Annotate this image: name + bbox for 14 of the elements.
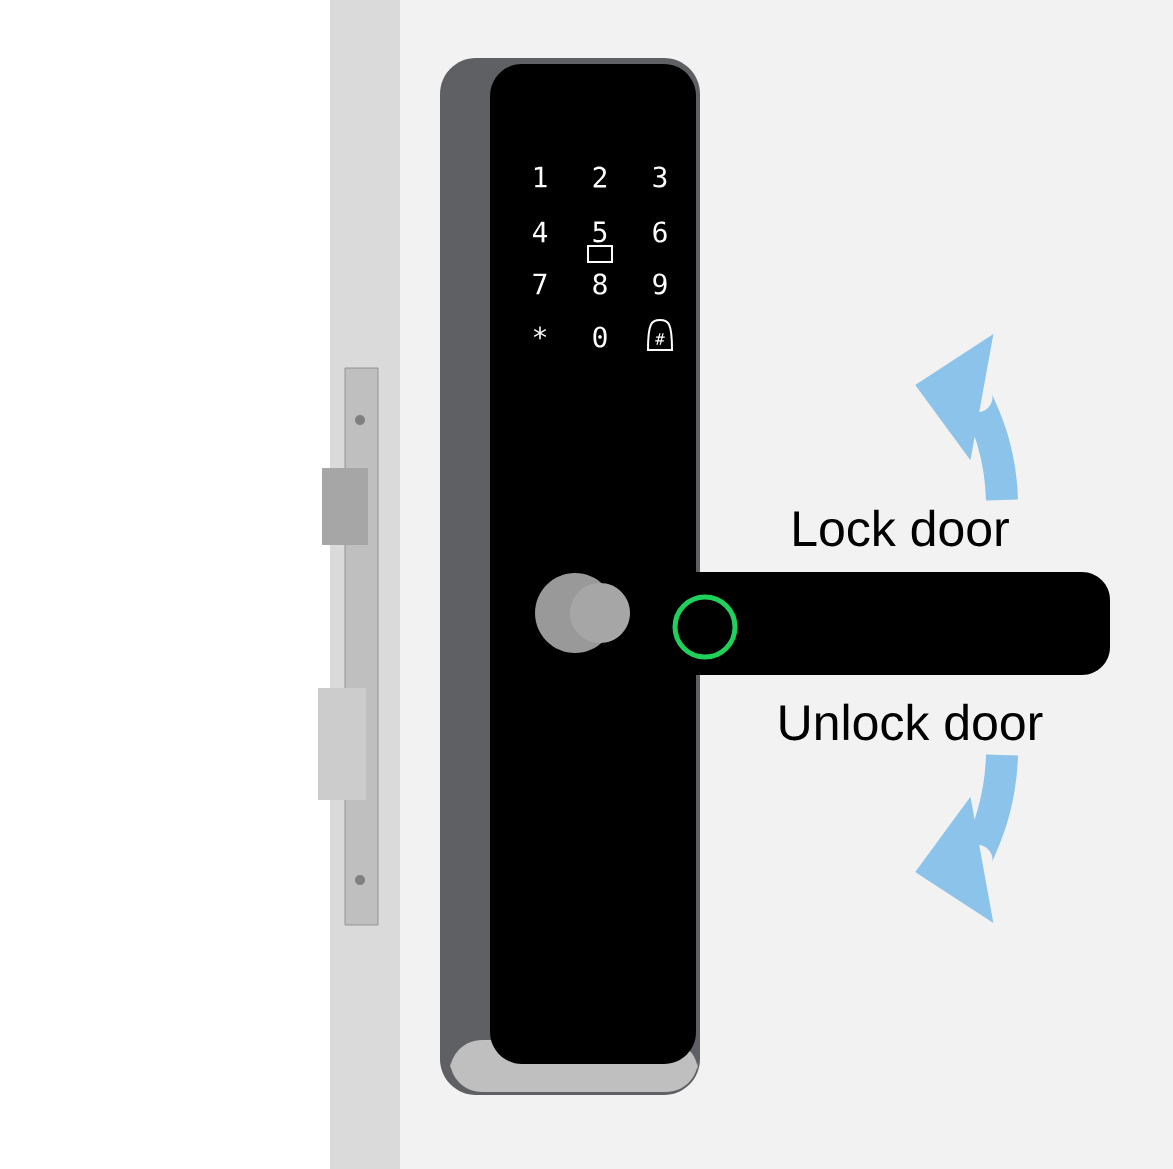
keypad-digit: 9 — [653, 273, 667, 295]
caption-text: Unlock door — [780, 703, 1043, 741]
keypad-digit: 6 — [653, 221, 667, 243]
keypad-digit: * — [533, 326, 547, 340]
keypad-digit: 7 — [533, 273, 547, 295]
keypad-digit: 0 — [593, 326, 607, 348]
caption-text: Lock door — [794, 509, 1009, 547]
keypad-digit: 5 — [593, 221, 607, 243]
key-symbol: # — [655, 333, 665, 345]
keypad-digit: 4 — [532, 221, 548, 243]
keypad-digit: 1 — [534, 166, 547, 188]
keypad-digit: 2 — [593, 166, 607, 188]
keypad-digit: 3 — [653, 166, 667, 188]
keypad-digit: 8 — [593, 273, 607, 295]
